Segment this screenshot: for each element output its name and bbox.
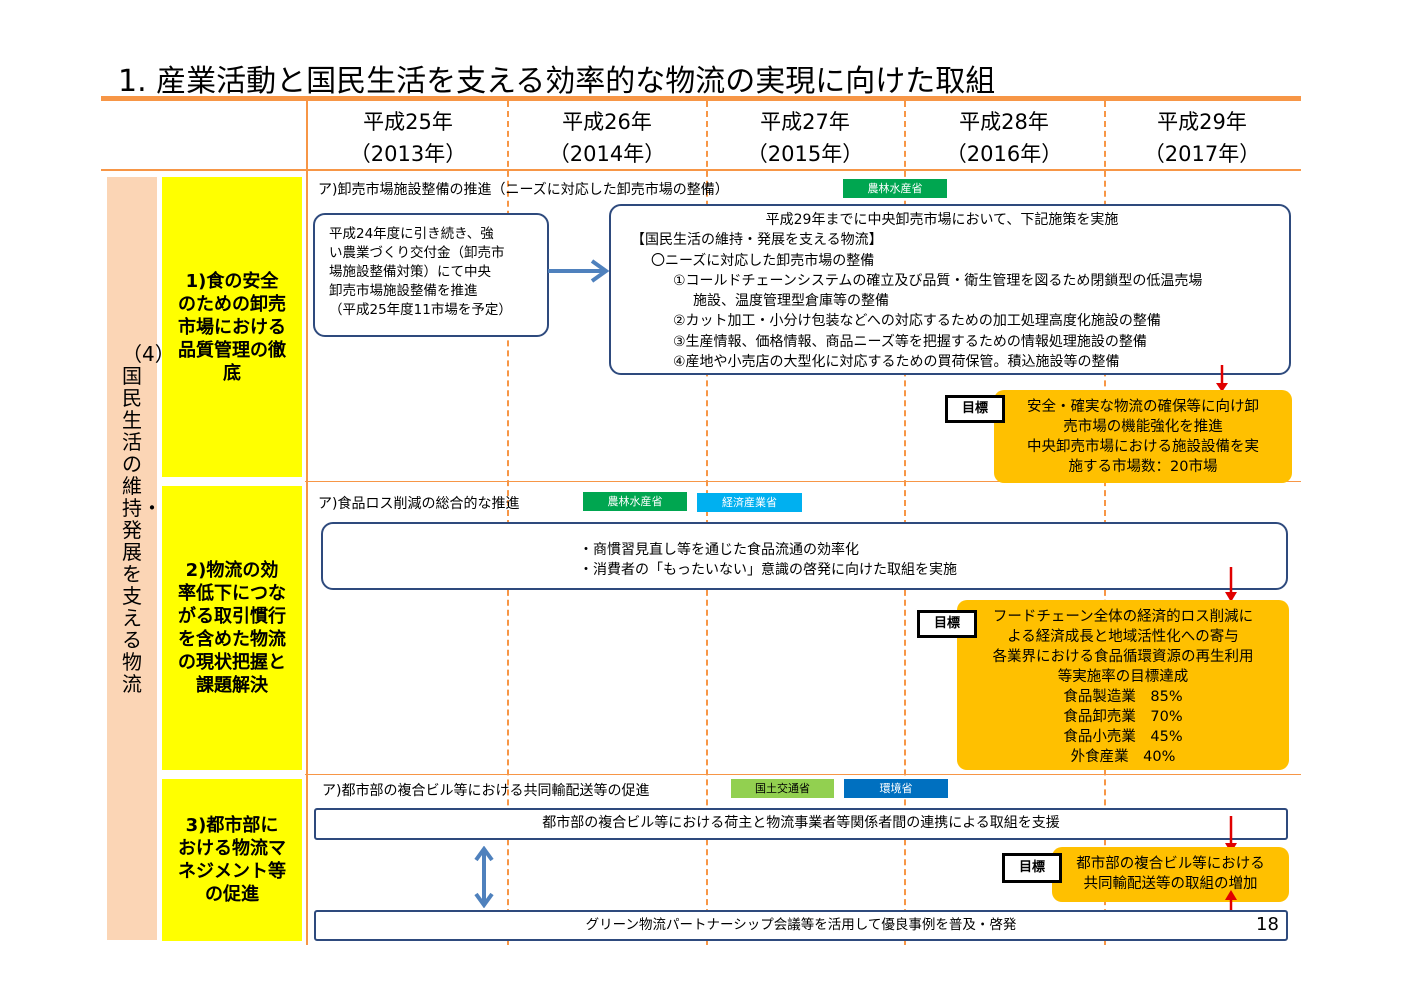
row1-box-2013: 平成24年度に引き続き、強 い農業づくり交付金（卸売市 場施設整備対策）にて中央… bbox=[313, 213, 549, 337]
year-header-2013: 平成25年 （2013年） bbox=[309, 106, 507, 170]
year-label: 平成28年 bbox=[959, 110, 1049, 134]
row2-target-box: フードチェーン全体の経済的ロス削減に よる経済成長と地域活性化への寄与 各業界に… bbox=[957, 600, 1289, 770]
year-sub: （2013年） bbox=[349, 142, 467, 166]
year-label: 平成26年 bbox=[562, 110, 652, 134]
target-label: 目標 bbox=[1002, 853, 1062, 883]
row2-heading: ア)食品ロス削減の総合的な推進 bbox=[318, 496, 520, 512]
arrow-right-icon bbox=[548, 259, 610, 283]
row1-target-box: 安全・確実な物流の確保等に向け卸 売市場の機能強化を推進 中央卸売市場における施… bbox=[994, 390, 1292, 483]
year-label: 平成29年 bbox=[1157, 110, 1247, 134]
arrow-updown-icon bbox=[474, 846, 494, 908]
row-divider bbox=[305, 774, 1301, 775]
row3-target-box: 都市部の複合ビル等における 共同輸配送等の取組の増加 bbox=[1052, 847, 1289, 902]
year-sub: （2017年） bbox=[1143, 142, 1261, 166]
row1-box-plan: 平成29年までに中央卸売市場において、下記施策を実施 【国民生活の維持・発展を支… bbox=[609, 204, 1291, 375]
title-underline bbox=[101, 96, 1301, 101]
ministry-tag-maff: 農林水産省 bbox=[583, 492, 687, 511]
year-header-2014: 平成26年 （2014年） bbox=[508, 106, 706, 170]
year-sub: （2015年） bbox=[746, 142, 864, 166]
year-header-2017: 平成29年 （2017年） bbox=[1103, 106, 1301, 170]
ministry-tag-maff: 農林水産省 bbox=[843, 179, 947, 198]
ministry-tag-moe: 環境省 bbox=[844, 779, 948, 798]
year-label: 平成25年 bbox=[363, 110, 453, 134]
section-label: （4）国民生活の維持・発展を支える物流 bbox=[122, 342, 175, 696]
target-label: 目標 bbox=[917, 610, 977, 638]
arrow-down-icon bbox=[1225, 567, 1237, 602]
row3-heading: ア)都市部の複合ビル等における共同輸配送等の促進 bbox=[322, 783, 650, 799]
page-number: 18 bbox=[1256, 914, 1279, 935]
timeline-left-border bbox=[306, 101, 308, 945]
year-sub: （2014年） bbox=[548, 142, 666, 166]
section-column bbox=[107, 177, 157, 940]
page-title: 1. 産業活動と国民生活を支える効率的な物流の実現に向けた取組 bbox=[118, 64, 996, 99]
year-sub: （2016年） bbox=[945, 142, 1063, 166]
row1-heading: ア)卸売市場施設整備の推進（ニーズに対応した卸売市場の整備） bbox=[318, 182, 729, 198]
row3-box-support: 都市部の複合ビル等における荷主と物流事業者等関係者間の連携による取組を支援 bbox=[314, 808, 1288, 840]
row-label-food-safety: 1)食の安全のための卸売市場における品質管理の徹底 bbox=[162, 177, 302, 477]
ministry-tag-meti: 経済産業省 bbox=[697, 493, 802, 512]
row-label-logistics-efficiency: 2)物流の効率低下につながる取引慣行を含めた物流の現状把握と課題解決 bbox=[162, 486, 302, 770]
row-divider bbox=[305, 481, 1301, 482]
ministry-tag-mlit: 国土交通省 bbox=[731, 779, 834, 798]
row-label-urban-logistics: 3)都市部における物流マネジメント等の促進 bbox=[162, 779, 302, 941]
target-label: 目標 bbox=[945, 395, 1005, 423]
year-label: 平成27年 bbox=[760, 110, 850, 134]
arrow-down-icon bbox=[1216, 365, 1228, 392]
year-header-2015: 平成27年 （2015年） bbox=[706, 106, 904, 170]
year-header-2016: 平成28年 （2016年） bbox=[905, 106, 1103, 170]
row3-box-green-logistics: グリーン物流パートナーシップ会議等を活用して優良事例を普及・啓発 bbox=[314, 910, 1288, 941]
row2-box-plan: ・商慣習見直し等を通じた食品流通の効率化 ・消費者の「もったいない」意識の啓発に… bbox=[321, 522, 1288, 590]
header-divider bbox=[101, 169, 1301, 171]
